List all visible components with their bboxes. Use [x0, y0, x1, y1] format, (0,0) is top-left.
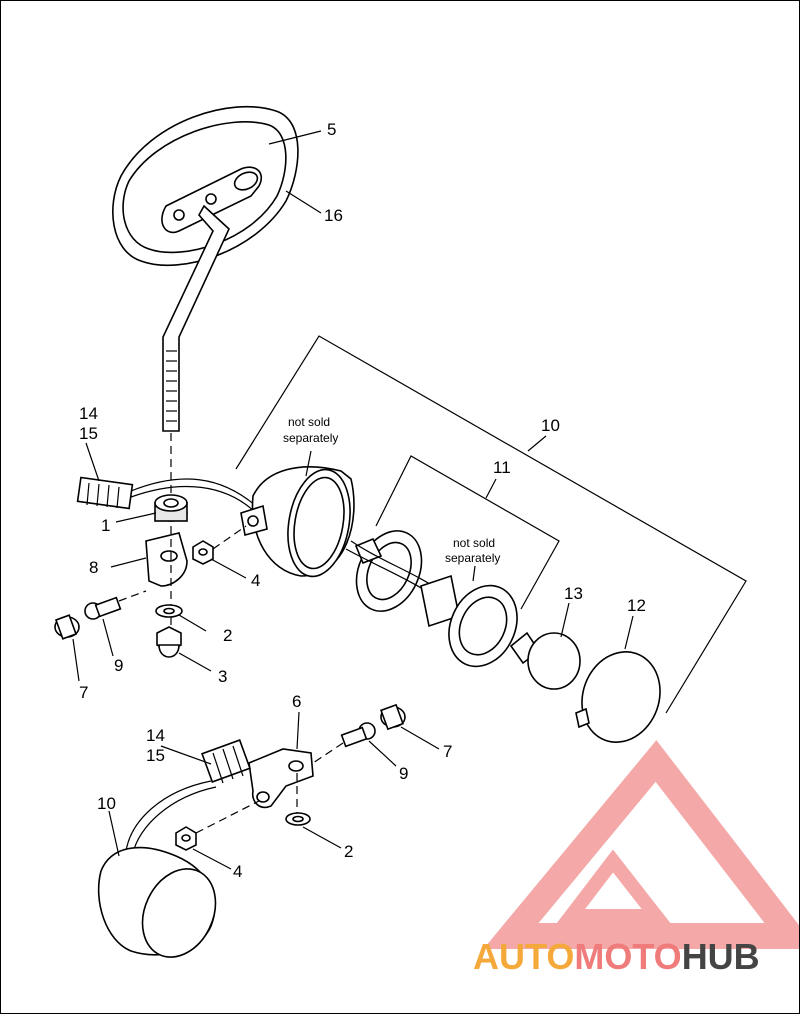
- nut-lower: [175, 826, 197, 851]
- connector-upper: [76, 476, 257, 514]
- watermark-text: AUTOMOTOHUB: [473, 936, 760, 977]
- clamp-bracket: [145, 532, 188, 587]
- callout-15-upper: 15: [79, 424, 98, 443]
- stud-lower: [340, 722, 376, 748]
- acorn-nut: [156, 626, 182, 658]
- connector-lower: [125, 739, 251, 854]
- callout-16: 16: [324, 206, 343, 225]
- callout-2-lower: 2: [344, 842, 353, 861]
- callout-12: 12: [627, 596, 646, 615]
- signal-housing-upper: [240, 466, 355, 578]
- callout-5: 5: [327, 120, 336, 139]
- lower-bracket: [248, 748, 314, 809]
- bracket-11: [375, 455, 560, 610]
- callout-10-upper: 10: [541, 416, 560, 435]
- callout-9-lower: 9: [399, 764, 408, 783]
- callout-11: 11: [493, 458, 511, 477]
- bracket-10: [235, 335, 747, 714]
- nut-upper: [192, 540, 214, 565]
- note-not-sold-1-line1: not sold: [288, 415, 330, 429]
- mirror-stem: [162, 204, 230, 432]
- watermark-logo: [483, 740, 799, 949]
- lens: [575, 651, 661, 743]
- bushing: [154, 494, 188, 522]
- callout-10-lower: 10: [97, 794, 116, 813]
- callout-4-lower: 4: [233, 862, 242, 881]
- bulb: [509, 631, 581, 690]
- callout-15-lower: 15: [146, 746, 165, 765]
- note-not-sold-2-line1: not sold: [453, 536, 495, 550]
- signal-housing-lower: [97, 846, 217, 958]
- callout-7-upper: 7: [79, 683, 88, 702]
- set-screw-upper: [54, 614, 80, 640]
- mirror-head: [112, 105, 299, 267]
- washer-upper: [155, 604, 183, 618]
- callout-6: 6: [292, 692, 301, 711]
- callout-14-upper: 14: [79, 404, 98, 423]
- bulb-socket: [345, 540, 518, 668]
- note-not-sold-2-line2: separately: [445, 551, 500, 565]
- callout-2-upper: 2: [223, 626, 232, 645]
- callout-13: 13: [564, 584, 583, 603]
- callout-3: 3: [218, 667, 227, 686]
- watermark-hub: HUB: [682, 936, 760, 977]
- callout-8: 8: [89, 558, 98, 577]
- callout-4-upper: 4: [251, 571, 260, 590]
- callout-1: 1: [101, 516, 110, 535]
- callout-9-upper: 9: [114, 656, 123, 675]
- note-not-sold-1-line2: separately: [283, 431, 338, 445]
- callout-7-lower: 7: [443, 742, 452, 761]
- svg-text:AUTOMOTOHUB: AUTOMOTOHUB: [473, 936, 760, 977]
- washer-lower: [285, 812, 311, 826]
- set-screw-lower: [380, 703, 406, 731]
- watermark-auto: AUTO: [473, 936, 574, 977]
- stud-upper: [84, 596, 122, 620]
- callout-14-lower: 14: [146, 726, 165, 745]
- watermark-moto: MOTO: [574, 936, 681, 977]
